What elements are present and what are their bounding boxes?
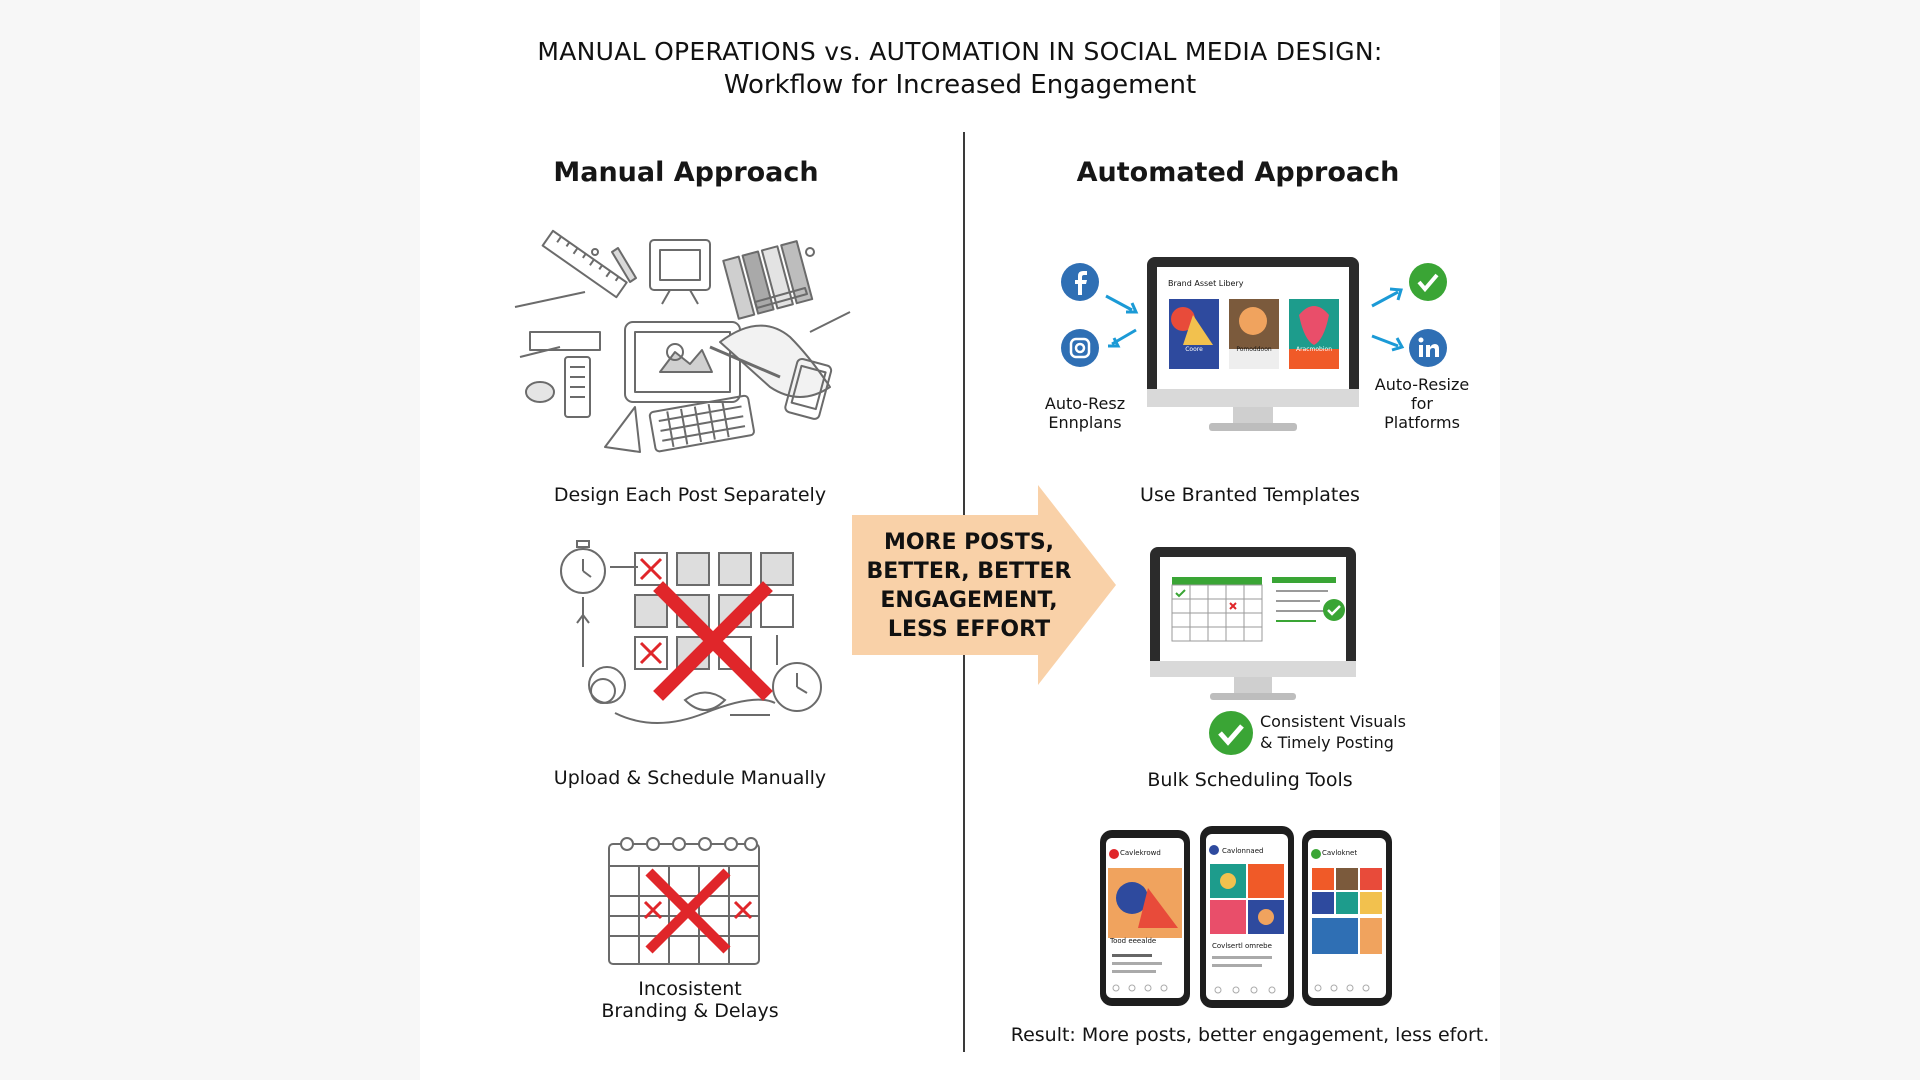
brush-icon [611, 247, 637, 283]
instagram-icon[interactable] [1060, 328, 1100, 368]
manual-step3-label-1: Incosistent [638, 978, 742, 1000]
auto-resize-left-1: Auto-Resz [1044, 394, 1126, 413]
arrow-blue-2 [1108, 328, 1137, 348]
toolbox-icon [514, 291, 601, 418]
triangle-ruler-icon [604, 406, 641, 453]
consistent-check-icon [1209, 711, 1253, 755]
easel-icon [649, 239, 711, 305]
auto-resize-left-2: Ennplans [1048, 413, 1122, 432]
arrow-blue-1 [1105, 294, 1139, 314]
auto-resize-right-2: for [1411, 394, 1433, 413]
monitor-icon [1147, 257, 1359, 431]
schedule-grid [634, 552, 794, 670]
hand-pen-icon [709, 311, 851, 398]
ruler-icon [541, 229, 628, 299]
center-arrow [852, 485, 1116, 685]
phone-icon [1200, 826, 1294, 1008]
consistent-label-1: Consistent Visuals [1260, 712, 1406, 731]
clock-icon [772, 662, 822, 712]
manual-heading: Manual Approach [553, 157, 819, 188]
monitor-tile-3: Aracmobion [1295, 346, 1332, 353]
phone-icon [1100, 830, 1190, 1006]
phone-icon [1302, 830, 1392, 1006]
stopwatch-icon [560, 540, 606, 594]
manual-step2-label: Upload & Schedule Manually [553, 767, 827, 789]
facebook-icon[interactable] [1060, 262, 1100, 302]
auto-resize-right-3: Platforms [1384, 413, 1460, 432]
linkedin-icon[interactable] [1408, 328, 1448, 368]
page-subtitle: Workflow for Increased Engagement [723, 70, 1197, 100]
tablet-icon [624, 321, 741, 403]
right-margin [1500, 0, 1920, 1080]
arrow-blue-4 [1371, 334, 1405, 352]
arrow-blue-3 [1371, 287, 1403, 308]
left-margin [0, 0, 420, 1080]
monitor-title: Brand Asset Libery [1168, 279, 1244, 288]
auto-resize-right-1: Auto-Resize [1374, 375, 1470, 394]
phone2-caption: Covlsertl omrebe [1212, 942, 1272, 950]
arrow-line-4: LESS EFFORT [887, 617, 1051, 642]
arrow-line-3: ENGAGEMENT, [880, 588, 1058, 613]
swatch-icon [722, 240, 814, 320]
phone2-name: Cavlonnaed [1222, 847, 1264, 855]
phone3-name: Cavloknet [1322, 849, 1358, 857]
automated-heading: Automated Approach [1076, 157, 1400, 188]
manual-schedule-sketch [560, 540, 822, 724]
big-red-cross [653, 581, 773, 701]
phone1-name: Cavlekrowd [1120, 849, 1161, 857]
phone-sketch-icon [784, 357, 833, 420]
check-icon [1409, 263, 1447, 301]
monitor-tile-1: Coore [1185, 346, 1203, 353]
pencil-icon [754, 287, 808, 309]
result-label: Result: More posts, better engagement, l… [1010, 1024, 1490, 1046]
arrow-text: MORE POSTS, BETTER, BETTER ENGAGEMENT, L… [864, 528, 1074, 644]
keyboard-icon [648, 394, 755, 453]
automated-step1-label: Use Branted Templates [1140, 484, 1360, 506]
phone1-caption: Tood eeealde [1110, 937, 1157, 945]
arrow-line-1: MORE POSTS, [883, 530, 1055, 555]
automated-step2-label: Bulk Scheduling Tools [1147, 769, 1353, 791]
scheduler-monitor-icon [1150, 547, 1356, 700]
design-tools-sketch [514, 229, 851, 453]
page-title: MANUAL OPERATIONS vs. AUTOMATION IN SOCI… [537, 37, 1383, 66]
consistent-label-2: & Timely Posting [1260, 733, 1394, 752]
manual-step3-label-2: Branding & Delays [601, 1000, 779, 1022]
calendar-icon [608, 837, 760, 965]
arrow-line-2: BETTER, BETTER [866, 559, 1072, 584]
manual-step1-label: Design Each Post Separately [553, 484, 827, 506]
monitor-tile-2: Pomoddoon [1236, 346, 1272, 353]
